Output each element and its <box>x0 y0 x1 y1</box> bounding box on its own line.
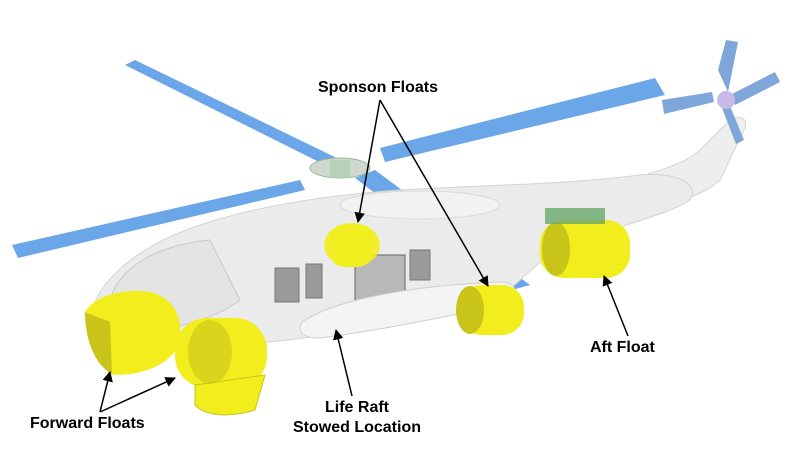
rotor-hub <box>309 157 371 179</box>
forward-float-pointer-right <box>99 377 176 413</box>
tail-rotor-blade-right <box>730 72 780 105</box>
cabin-window <box>274 267 300 303</box>
fuselage <box>89 174 693 346</box>
tail-rotor-blade-down <box>722 106 744 144</box>
aft-float-pointer <box>602 275 629 337</box>
aft-float <box>540 208 630 278</box>
cabin-window <box>305 263 323 299</box>
forward-float-pointer-left <box>99 370 113 413</box>
tail-rotor-blade-left <box>662 92 714 114</box>
life-raft-label: Life Raft Stowed Location <box>282 398 432 438</box>
rotor-blade-front-left <box>12 180 305 258</box>
forward-floats-label: Forward Floats <box>30 415 145 432</box>
tail-rotor-blade-up <box>718 40 738 92</box>
callout-lines <box>99 99 629 413</box>
life-raft-label-line1: Life Raft <box>325 399 389 416</box>
cabin-window <box>409 249 431 281</box>
tail-rotor-hub <box>717 91 735 109</box>
rotor-blade-right <box>380 78 665 162</box>
engine-cowling <box>339 190 501 220</box>
sponson-pointer-right <box>379 99 489 287</box>
sponson-floats-label: Sponson Floats <box>318 79 438 96</box>
life-raft-pointer <box>333 328 353 397</box>
sponson-pointer-left <box>354 99 381 224</box>
sponson-float-right <box>456 285 524 335</box>
life-raft-label-line2: Stowed Location <box>293 419 421 436</box>
aft-float-label: Aft Float <box>590 339 655 356</box>
forward-float-left <box>85 290 181 375</box>
rotor-blade-rear-left <box>125 60 345 170</box>
forward-float-right <box>175 318 267 416</box>
sponson-float-left <box>324 223 380 267</box>
